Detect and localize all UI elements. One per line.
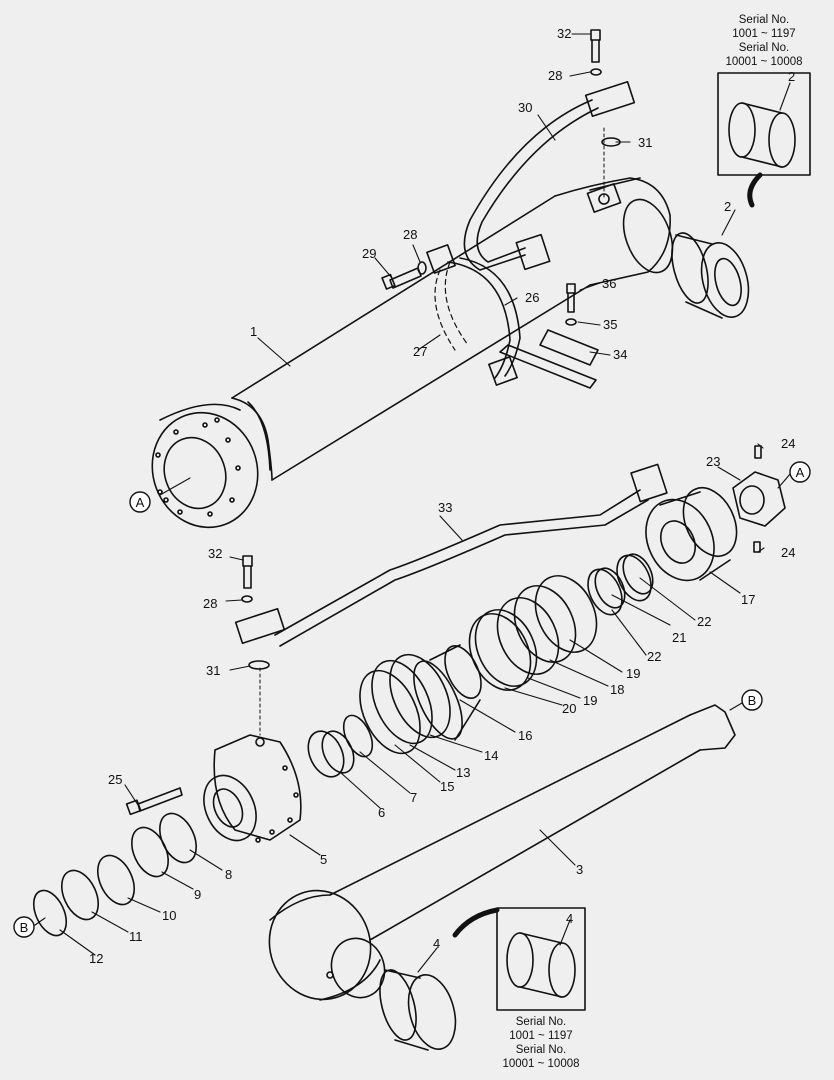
inset-box-bottom — [496, 907, 586, 1011]
callout-label: 27 — [413, 344, 427, 359]
callout-label: 23 — [706, 454, 720, 469]
callout-label: 22 — [697, 614, 711, 629]
bolt-29 — [381, 261, 427, 290]
callout-label: 2 — [724, 199, 731, 214]
inset-arrow-top — [747, 172, 763, 208]
callout-label: 4 — [566, 911, 573, 926]
callout-label: 20 — [562, 701, 576, 716]
callout-label: 26 — [525, 290, 539, 305]
rings-6-7 — [307, 714, 374, 778]
callout-label: 5 — [320, 852, 327, 867]
seal-rings-gland — [32, 812, 197, 937]
ref-marker-a-upper: A — [129, 491, 151, 513]
bolt-25 — [125, 787, 183, 816]
inset-arrow-bottom — [452, 907, 500, 938]
callout-label: 32 — [208, 546, 222, 561]
callout-label: 21 — [672, 630, 686, 645]
inset-box-top — [717, 72, 811, 176]
callout-label: 11 — [129, 929, 143, 944]
bushing-2 — [671, 232, 750, 319]
svg-text:A: A — [796, 465, 805, 480]
clamp-band — [426, 244, 521, 386]
callout-label: 2 — [788, 69, 795, 84]
callout-label: 12 — [89, 951, 103, 966]
callout-label: 4 — [433, 936, 440, 951]
svg-text:Serial No.: Serial No. — [516, 1016, 567, 1028]
callout-label: 32 — [557, 26, 571, 41]
callout-label: 7 — [410, 790, 417, 805]
piston-rod — [268, 704, 736, 1001]
piston — [645, 487, 738, 582]
callout-label: 35 — [603, 317, 617, 332]
svg-text:B: B — [748, 693, 757, 708]
svg-text:Serial No.: Serial No. — [739, 14, 790, 26]
ref-marker-b-right: B — [741, 689, 763, 711]
svg-text:Serial No.: Serial No. — [739, 42, 790, 54]
nut-23 — [732, 445, 786, 553]
ref-marker-b-left: B — [13, 916, 35, 938]
callout-label: 29 — [362, 246, 376, 261]
svg-text:A: A — [136, 495, 145, 510]
callout-label: 28 — [203, 596, 217, 611]
callout-label: 33 — [438, 500, 452, 515]
bushing-4 — [379, 969, 457, 1051]
svg-text:1001 ~ 1197: 1001 ~ 1197 — [732, 28, 795, 40]
serial-note-bottom: Serial No. 1001 ~ 1197 Serial No. 10001 … — [502, 1016, 579, 1070]
callout-label: 30 — [518, 100, 532, 115]
seal-rings-22 — [587, 553, 654, 616]
svg-text:10001 ~ 10008: 10001 ~ 10008 — [725, 56, 802, 68]
rod-gland — [203, 734, 302, 843]
leader-lines — [34, 33, 791, 973]
cylinder-tube — [151, 177, 674, 529]
callout-label: 25 — [108, 772, 122, 787]
callout-label: 1 — [250, 324, 257, 339]
callout-label: 6 — [378, 805, 385, 820]
callout-label: 24 — [781, 545, 795, 560]
callout-label: 18 — [610, 682, 624, 697]
callout-label: 36 — [602, 276, 616, 291]
pipe-33 — [234, 463, 668, 736]
serial-note-top: Serial No. 1001 ~ 1197 Serial No. 10001 … — [725, 14, 802, 68]
callout-label: 17 — [741, 592, 755, 607]
svg-text:Serial No.: Serial No. — [516, 1044, 567, 1056]
callout-label: 19 — [626, 666, 640, 681]
callout-label: 34 — [613, 347, 627, 362]
callout-label: 14 — [484, 748, 498, 763]
pipe-30 — [463, 80, 636, 271]
svg-text:B: B — [20, 920, 29, 935]
bolt-32-top — [590, 29, 602, 76]
bushing-16 — [413, 644, 482, 741]
callout-label: 24 — [781, 436, 795, 451]
callout-label: 13 — [456, 765, 470, 780]
callout-label: 28 — [548, 68, 562, 83]
callout-label: 16 — [518, 728, 532, 743]
callout-label: 19 — [583, 693, 597, 708]
seal-rings-upper — [468, 575, 598, 691]
callout-label: 31 — [638, 135, 652, 150]
callout-label: 8 — [225, 867, 232, 882]
ref-marker-a-mid: A — [789, 461, 811, 483]
callout-label: 31 — [206, 663, 220, 678]
callout-label: 28 — [403, 227, 417, 242]
callout-label: 10 — [162, 908, 176, 923]
bolt-32-mid — [241, 555, 253, 603]
inset-bushing-bottom — [506, 932, 576, 998]
svg-text:10001 ~ 10008: 10001 ~ 10008 — [502, 1058, 579, 1070]
callout-label: 22 — [647, 649, 661, 664]
callout-label: 9 — [194, 887, 201, 902]
mounting-bracket — [499, 283, 599, 389]
callout-label: 3 — [576, 862, 583, 877]
callout-labels: 32 28 30 31 2 2 28 29 36 26 35 1 27 34 2… — [89, 26, 795, 966]
seal-rings-lower — [359, 653, 451, 755]
inset-bushing-top — [728, 102, 796, 168]
callout-label: 15 — [440, 779, 454, 794]
svg-text:1001 ~ 1197: 1001 ~ 1197 — [509, 1030, 572, 1042]
reference-markers: A A B B — [13, 461, 811, 938]
